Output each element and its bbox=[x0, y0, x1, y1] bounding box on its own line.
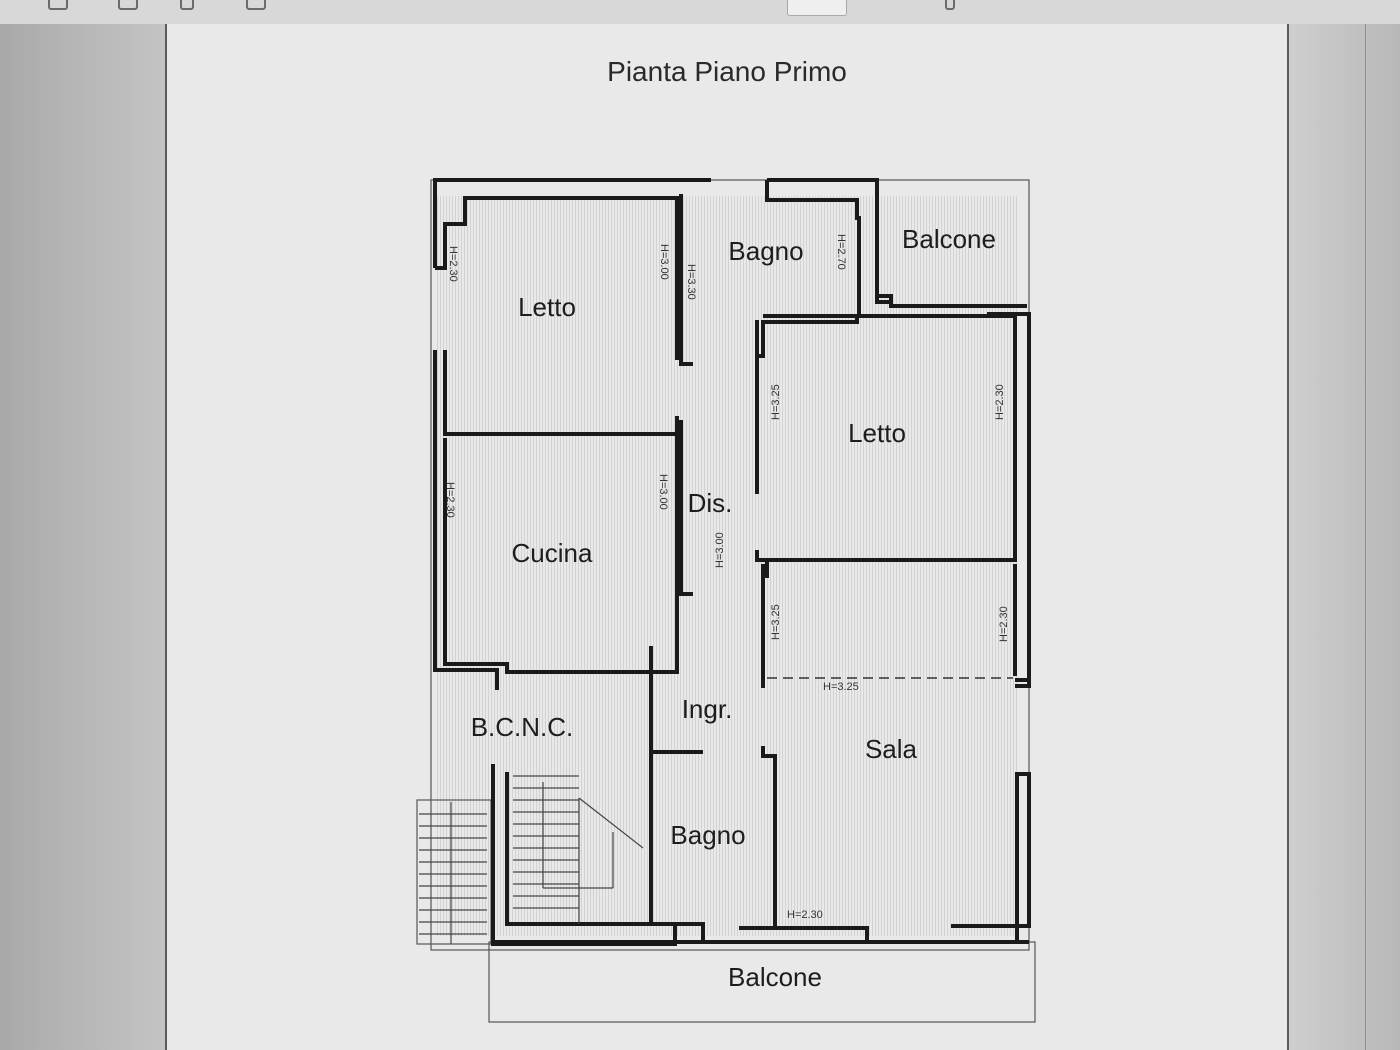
toolbar-button[interactable] bbox=[787, 0, 847, 16]
staircase bbox=[419, 775, 644, 944]
height-label: H=2.30 bbox=[444, 482, 456, 518]
height-label: H=3.25 bbox=[823, 681, 859, 693]
page-title: Pianta Piano Primo bbox=[607, 56, 847, 87]
room-label-bagno-2: Bagno bbox=[670, 820, 745, 850]
height-label: H=3.25 bbox=[770, 384, 782, 420]
height-label: H=2.30 bbox=[994, 384, 1006, 420]
more-icon[interactable] bbox=[945, 0, 955, 10]
height-label: H=3.30 bbox=[685, 264, 697, 300]
floor-plan: Letto Bagno Balcone Letto Cucina Dis. B.… bbox=[416, 178, 1036, 1023]
room-label-dis: Dis. bbox=[688, 488, 733, 518]
room-label-ingr: Ingr. bbox=[682, 694, 733, 724]
room-label-sala: Sala bbox=[865, 734, 918, 764]
viewer-toolbar bbox=[0, 0, 1400, 25]
height-label: H=3.00 bbox=[714, 532, 726, 568]
height-label: H=3.00 bbox=[657, 474, 669, 510]
room-label-bcnc: B.C.N.C. bbox=[471, 712, 574, 742]
viewer-background-right bbox=[1287, 24, 1400, 1050]
height-label: H=2.30 bbox=[447, 246, 459, 282]
height-label: H=3.00 bbox=[658, 244, 670, 280]
pen-icon[interactable] bbox=[48, 0, 68, 10]
text-icon[interactable] bbox=[180, 0, 194, 10]
room-label-balcone-1: Balcone bbox=[902, 224, 996, 254]
height-label: H=2.30 bbox=[998, 606, 1010, 642]
height-label: H=2.70 bbox=[835, 234, 847, 270]
room-label-letto-2: Letto bbox=[848, 418, 906, 448]
floor-shading bbox=[437, 196, 1017, 936]
height-label: H=3.25 bbox=[770, 604, 782, 640]
walls bbox=[433, 178, 1031, 946]
room-label-balcone-2: Balcone bbox=[728, 962, 822, 992]
viewer-background-left bbox=[0, 24, 165, 1050]
height-label: H=2.30 bbox=[787, 909, 823, 921]
save-icon[interactable] bbox=[118, 0, 138, 10]
comment-icon[interactable] bbox=[246, 0, 266, 10]
room-label-bagno-1: Bagno bbox=[728, 236, 803, 266]
room-label-cucina: Cucina bbox=[512, 538, 593, 568]
document-page: Pianta Piano Primo bbox=[165, 24, 1289, 1050]
room-label-letto-1: Letto bbox=[518, 292, 576, 322]
